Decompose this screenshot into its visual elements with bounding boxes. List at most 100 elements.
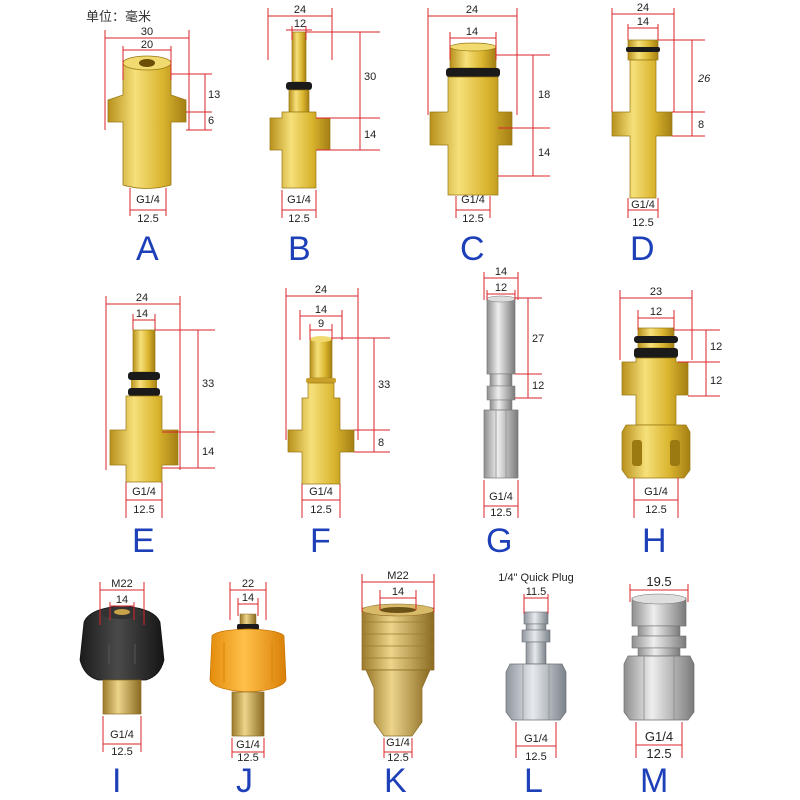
part-f-dim-side-1: 33 — [378, 379, 390, 391]
part-a-dim-side-2: 6 — [208, 115, 214, 127]
part-d-dim-top-1: 24 — [637, 2, 649, 14]
part-e-dim-side-1: 33 — [202, 378, 214, 390]
part-a-dim-top-1: 30 — [141, 26, 153, 38]
part-j-thread: G1/4 — [236, 739, 260, 751]
part-h-thread-dia: 12.5 — [645, 504, 666, 516]
part-m-body — [623, 593, 695, 721]
part-d-body — [611, 39, 673, 199]
part-a-body — [107, 55, 187, 189]
part-d-dim-side-1: 26 — [697, 73, 711, 85]
part-k-body — [361, 603, 435, 737]
part-c-dim-side-2: 14 — [538, 147, 550, 159]
part-j-dim-top-1: 22 — [242, 578, 254, 590]
part-k-thread: G1/4 — [386, 737, 410, 749]
part-e-thread: G1/4 — [132, 486, 156, 498]
part-l-letter: L — [524, 762, 543, 800]
part-l: 1/4" Quick Plug 11.5 G1/4 12.5 L — [498, 572, 573, 800]
part-i-thread: G1/4 — [110, 729, 134, 741]
part-b-dim-side-2: 14 — [364, 129, 376, 141]
part-h-dimension-lines — [619, 290, 720, 518]
part-h: 23 12 12 12 G1/4 12.5 H — [619, 286, 722, 560]
part-d-letter: D — [630, 230, 655, 268]
part-f-dim-top-2: 14 — [315, 304, 327, 316]
part-m-dim-top-1: 19.5 — [646, 574, 671, 589]
part-e-thread-dia: 12.5 — [133, 504, 154, 516]
part-c-thread-dia: 12.5 — [462, 213, 483, 225]
part-h-dim-top-2: 12 — [650, 306, 662, 318]
part-h-dim-side-2: 12 — [710, 375, 722, 387]
part-d-dimension-lines — [611, 8, 705, 218]
part-k-dim-top-1: M22 — [387, 570, 408, 582]
part-l-thread: G1/4 — [524, 733, 548, 745]
part-a-dimension-lines — [104, 30, 212, 216]
part-l-dimension-lines — [515, 594, 557, 758]
part-b-letter: B — [288, 230, 311, 268]
part-i-dim-top-1: M22 — [111, 578, 132, 590]
part-h-thread: G1/4 — [644, 486, 668, 498]
unit-label: 单位：毫米 — [86, 9, 151, 25]
part-i-thread-dia: 12.5 — [111, 746, 132, 758]
part-e-dimension-lines — [105, 296, 215, 518]
part-k-dimension-lines — [361, 574, 435, 758]
part-f-body — [287, 336, 355, 485]
part-i-letter: I — [112, 762, 121, 800]
part-a-thread-dia: 12.5 — [137, 213, 158, 225]
part-e-body — [109, 329, 179, 483]
part-h-dim-top-1: 23 — [650, 286, 662, 298]
part-g: 14 12 27 12 G1/4 12.5 G — [483, 266, 544, 560]
part-d-dim-top-2: 14 — [637, 16, 649, 28]
part-f-thread-dia: 12.5 — [310, 504, 331, 516]
part-c-thread: G1/4 — [461, 194, 485, 206]
part-e-dim-side-2: 14 — [202, 446, 214, 458]
part-l-thread-dia: 12.5 — [525, 751, 546, 763]
part-k-thread-dia: 12.5 — [387, 752, 408, 764]
part-a: 30 20 13 6 G1/4 12.5 A — [104, 26, 220, 268]
part-j-body — [209, 613, 287, 737]
part-e-dim-top-1: 24 — [136, 292, 148, 304]
part-c-dimension-lines — [427, 8, 550, 218]
part-k-dim-top-2: 14 — [392, 586, 404, 598]
part-j-dim-top-2: 14 — [242, 592, 254, 604]
part-m-dimension-lines — [629, 584, 689, 758]
part-c-letter: C — [460, 230, 485, 268]
part-l-caption: 1/4" Quick Plug — [498, 572, 573, 584]
part-b-dim-top-2: 12 — [294, 18, 306, 30]
part-f: 24 14 9 33 8 G1/4 12.5 F — [285, 284, 390, 560]
part-b-dimension-lines — [267, 8, 380, 218]
part-e-dim-top-2: 14 — [136, 308, 148, 320]
part-b: 24 12 30 14 G1/4 12.5 B — [267, 4, 380, 268]
part-i: M22 14 G1/4 12.5 I — [79, 578, 165, 800]
part-l-dim-top-1: 11.5 — [526, 586, 547, 598]
part-k: M22 14 G1/4 12.5 K — [361, 570, 435, 800]
part-b-thread: G1/4 — [287, 194, 311, 206]
part-h-body — [621, 327, 691, 479]
part-d-thread: G1/4 — [631, 199, 655, 211]
part-i-dim-top-2: 14 — [116, 594, 128, 606]
part-m: 19.5 G1/4 12.5 M — [623, 574, 695, 800]
part-f-dim-top-1: 24 — [315, 284, 327, 296]
part-a-thread: G1/4 — [136, 194, 160, 206]
part-m-letter: M — [640, 762, 668, 800]
part-d-thread-dia: 12.5 — [632, 217, 653, 229]
part-l-body — [505, 611, 567, 721]
part-g-dim-side-1: 27 — [532, 333, 544, 345]
part-e-letter: E — [132, 522, 155, 560]
part-m-thread-dia: 12.5 — [646, 746, 671, 761]
part-f-dimension-lines — [285, 288, 390, 518]
part-f-letter: F — [310, 522, 331, 560]
part-g-dim-top-1: 14 — [495, 266, 507, 278]
part-h-dim-side-1: 12 — [710, 341, 722, 353]
part-k-letter: K — [384, 762, 407, 800]
part-b-body — [269, 31, 331, 189]
part-g-thread-dia: 12.5 — [490, 507, 511, 519]
part-g-dim-side-2: 12 — [532, 380, 544, 392]
part-c-dim-top-2: 14 — [466, 26, 478, 38]
part-d-dim-side-2: 8 — [698, 119, 704, 131]
part-c-body — [429, 42, 513, 196]
part-b-dim-top-1: 24 — [294, 4, 306, 16]
part-a-dim-top-2: 20 — [141, 39, 153, 51]
part-j-letter: J — [236, 762, 253, 800]
part-g-letter: G — [486, 522, 512, 560]
part-c: 24 14 18 14 G1/4 12.5 C — [427, 4, 550, 268]
